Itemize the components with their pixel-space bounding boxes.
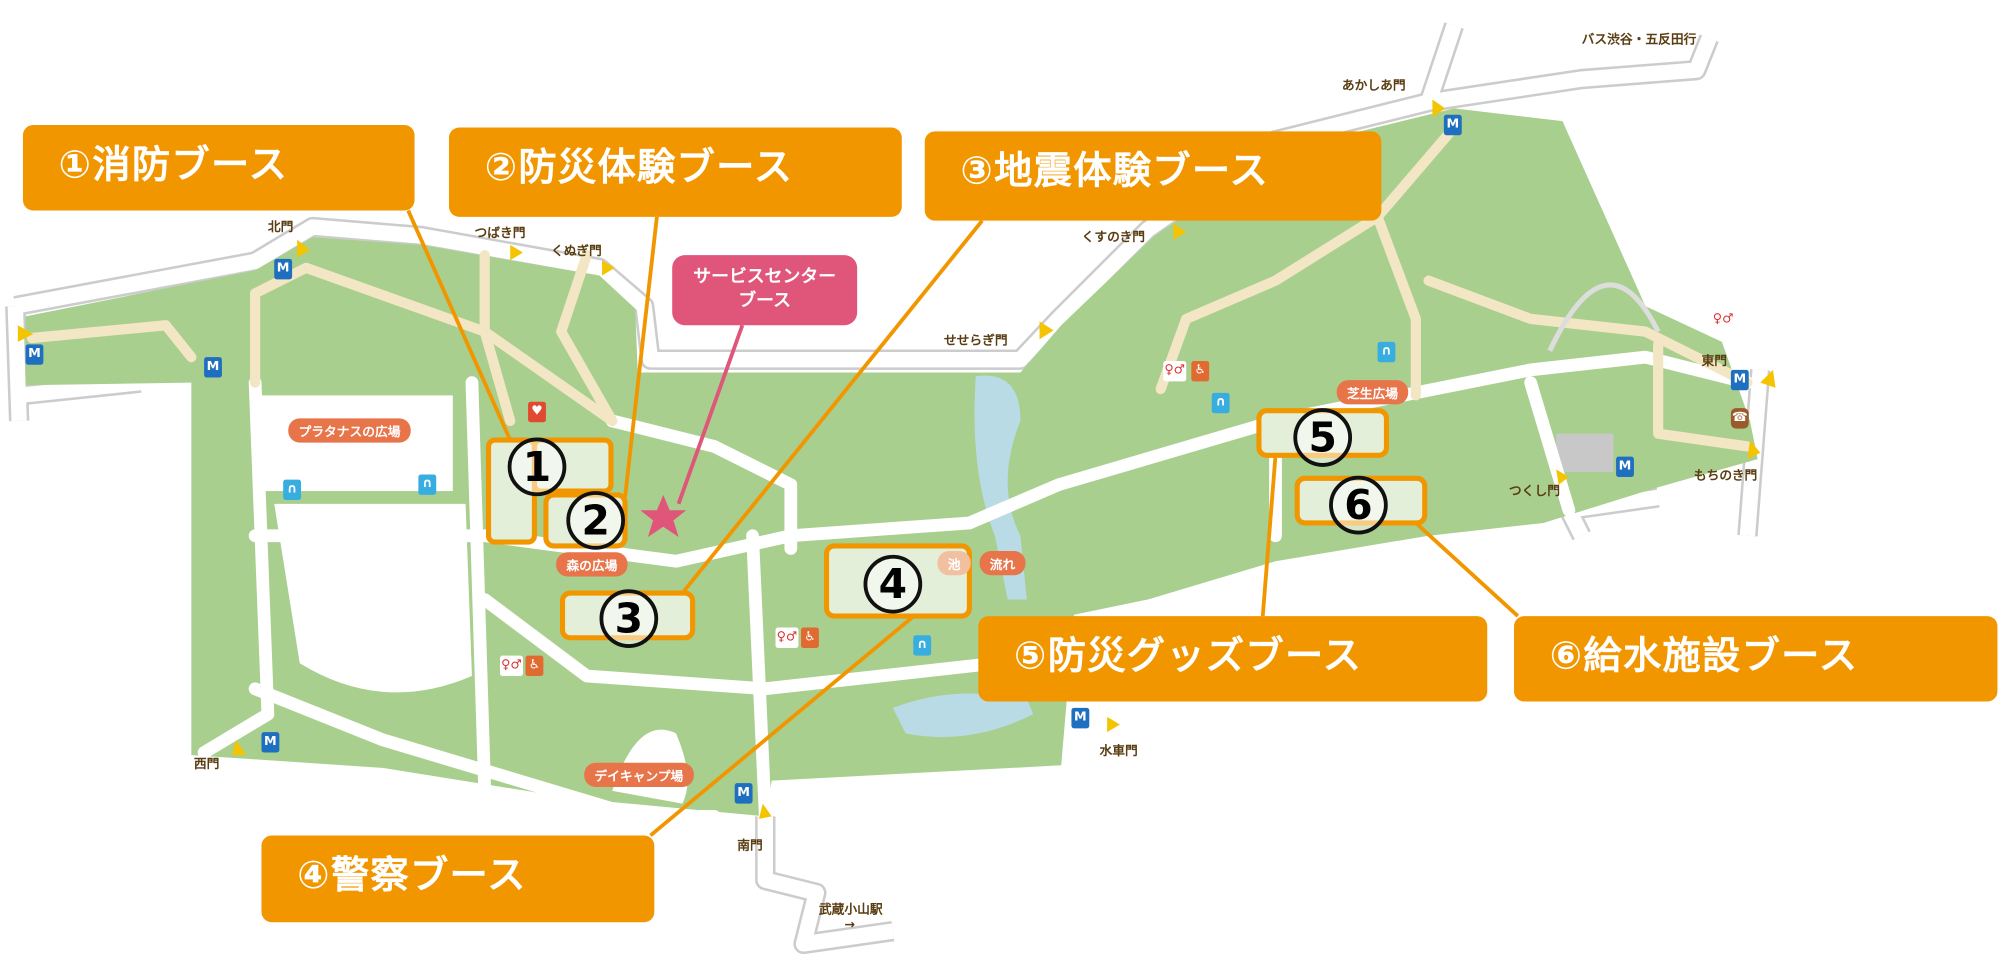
callout-fire-booth[interactable]: ①消防ブース	[22, 124, 415, 211]
toilet-icon: ♀♂	[1711, 309, 1735, 331]
drinking-fountain-icon: ∩	[418, 474, 437, 495]
gate-east: 東門	[1701, 354, 1728, 369]
booth-marker-4[interactable]: 4	[863, 554, 923, 614]
gate-tsukushi: つくし門	[1508, 484, 1560, 499]
place-stream: 流れ	[979, 551, 1026, 576]
drinking-fountain-icon: ∩	[913, 635, 932, 656]
gate-markers	[17, 99, 1776, 819]
drinking-fountain-icon: ∩	[1377, 341, 1396, 363]
callout-water-supply-booth[interactable]: ⑥給水施設ブース	[1514, 616, 1998, 702]
station-arrow-icon: →	[844, 918, 856, 933]
gate-south: 南門	[737, 839, 763, 854]
booth-marker-2[interactable]: 2	[566, 491, 625, 550]
toilet-icon: ♀♂	[775, 627, 799, 648]
bicycle-parking-icon: M	[1071, 707, 1090, 729]
callout-earthquake-booth[interactable]: ③地震体験ブース	[924, 131, 1382, 221]
bicycle-parking-icon: M	[261, 732, 280, 753]
service-center-line2: ブース	[738, 290, 792, 312]
booth-marker-5[interactable]: 5	[1293, 408, 1353, 467]
gate-tsubaki: つばき門	[474, 227, 526, 242]
place-mori: 森の広場	[556, 552, 628, 577]
gate-akashia: あかしあ門	[1341, 79, 1406, 94]
toilet-icon: ♀♂	[1163, 360, 1187, 382]
callout-disaster-experience-booth[interactable]: ②防災体験ブース	[448, 127, 902, 217]
bicycle-parking-icon: M	[1730, 369, 1749, 391]
gate-kusunoki: くすのき門	[1081, 230, 1146, 245]
booth-marker-6[interactable]: 6	[1329, 475, 1388, 535]
gate-mochinoki: もちのき門	[1693, 469, 1758, 484]
bicycle-parking-icon: M	[204, 357, 222, 378]
gate-north: 北門	[267, 220, 294, 235]
gate-suisha: 水車門	[1099, 744, 1138, 759]
leader-lines	[406, 209, 1520, 837]
place-platanus: プラタナスの広場	[288, 418, 411, 443]
gate-kunugi: くぬぎ門	[551, 244, 602, 259]
station-label: 武蔵小山駅	[818, 903, 883, 918]
bicycle-parking-icon: M	[25, 344, 44, 365]
wheelchair-icon: ♿	[525, 655, 544, 677]
place-daycamp: デイキャンプ場	[584, 762, 694, 787]
service-center-star-icon	[640, 494, 687, 537]
bicycle-parking-icon: M	[734, 783, 753, 804]
aed-icon: ♥	[528, 401, 546, 423]
wheelchair-icon: ♿	[1191, 360, 1210, 382]
callout-police-booth[interactable]: ④警察ブース	[261, 835, 655, 923]
stream	[974, 375, 1027, 600]
callout-service-center-booth[interactable]: サービスセンター ブース	[672, 255, 858, 326]
callout-disaster-goods-booth[interactable]: ⑤防災グッズブース	[978, 616, 1488, 702]
wheelchair-icon: ♿	[801, 627, 819, 648]
drinking-fountain-icon: ∩	[1211, 392, 1230, 414]
drinking-fountain-icon: ∩	[283, 479, 302, 500]
service-center-line1: サービスセンター	[693, 266, 837, 287]
phone-icon: ☎	[1730, 408, 1749, 429]
place-shibafu: 芝生広場	[1336, 380, 1409, 405]
gate-west: 西門	[193, 757, 220, 772]
bicycle-parking-icon: M	[274, 258, 293, 280]
booth-marker-3[interactable]: 3	[599, 589, 659, 648]
toilet-icon: ♀♂	[499, 655, 523, 677]
bicycle-parking-icon: M	[1443, 114, 1462, 136]
booth-marker-1[interactable]: 1	[507, 437, 567, 497]
bicycle-parking-icon: M	[1616, 456, 1634, 478]
place-pond: 池	[937, 551, 971, 576]
gate-seseragi: せせらぎ門	[943, 334, 1008, 349]
bus-stop-label: バス渋谷・五反田行	[1581, 33, 1697, 48]
